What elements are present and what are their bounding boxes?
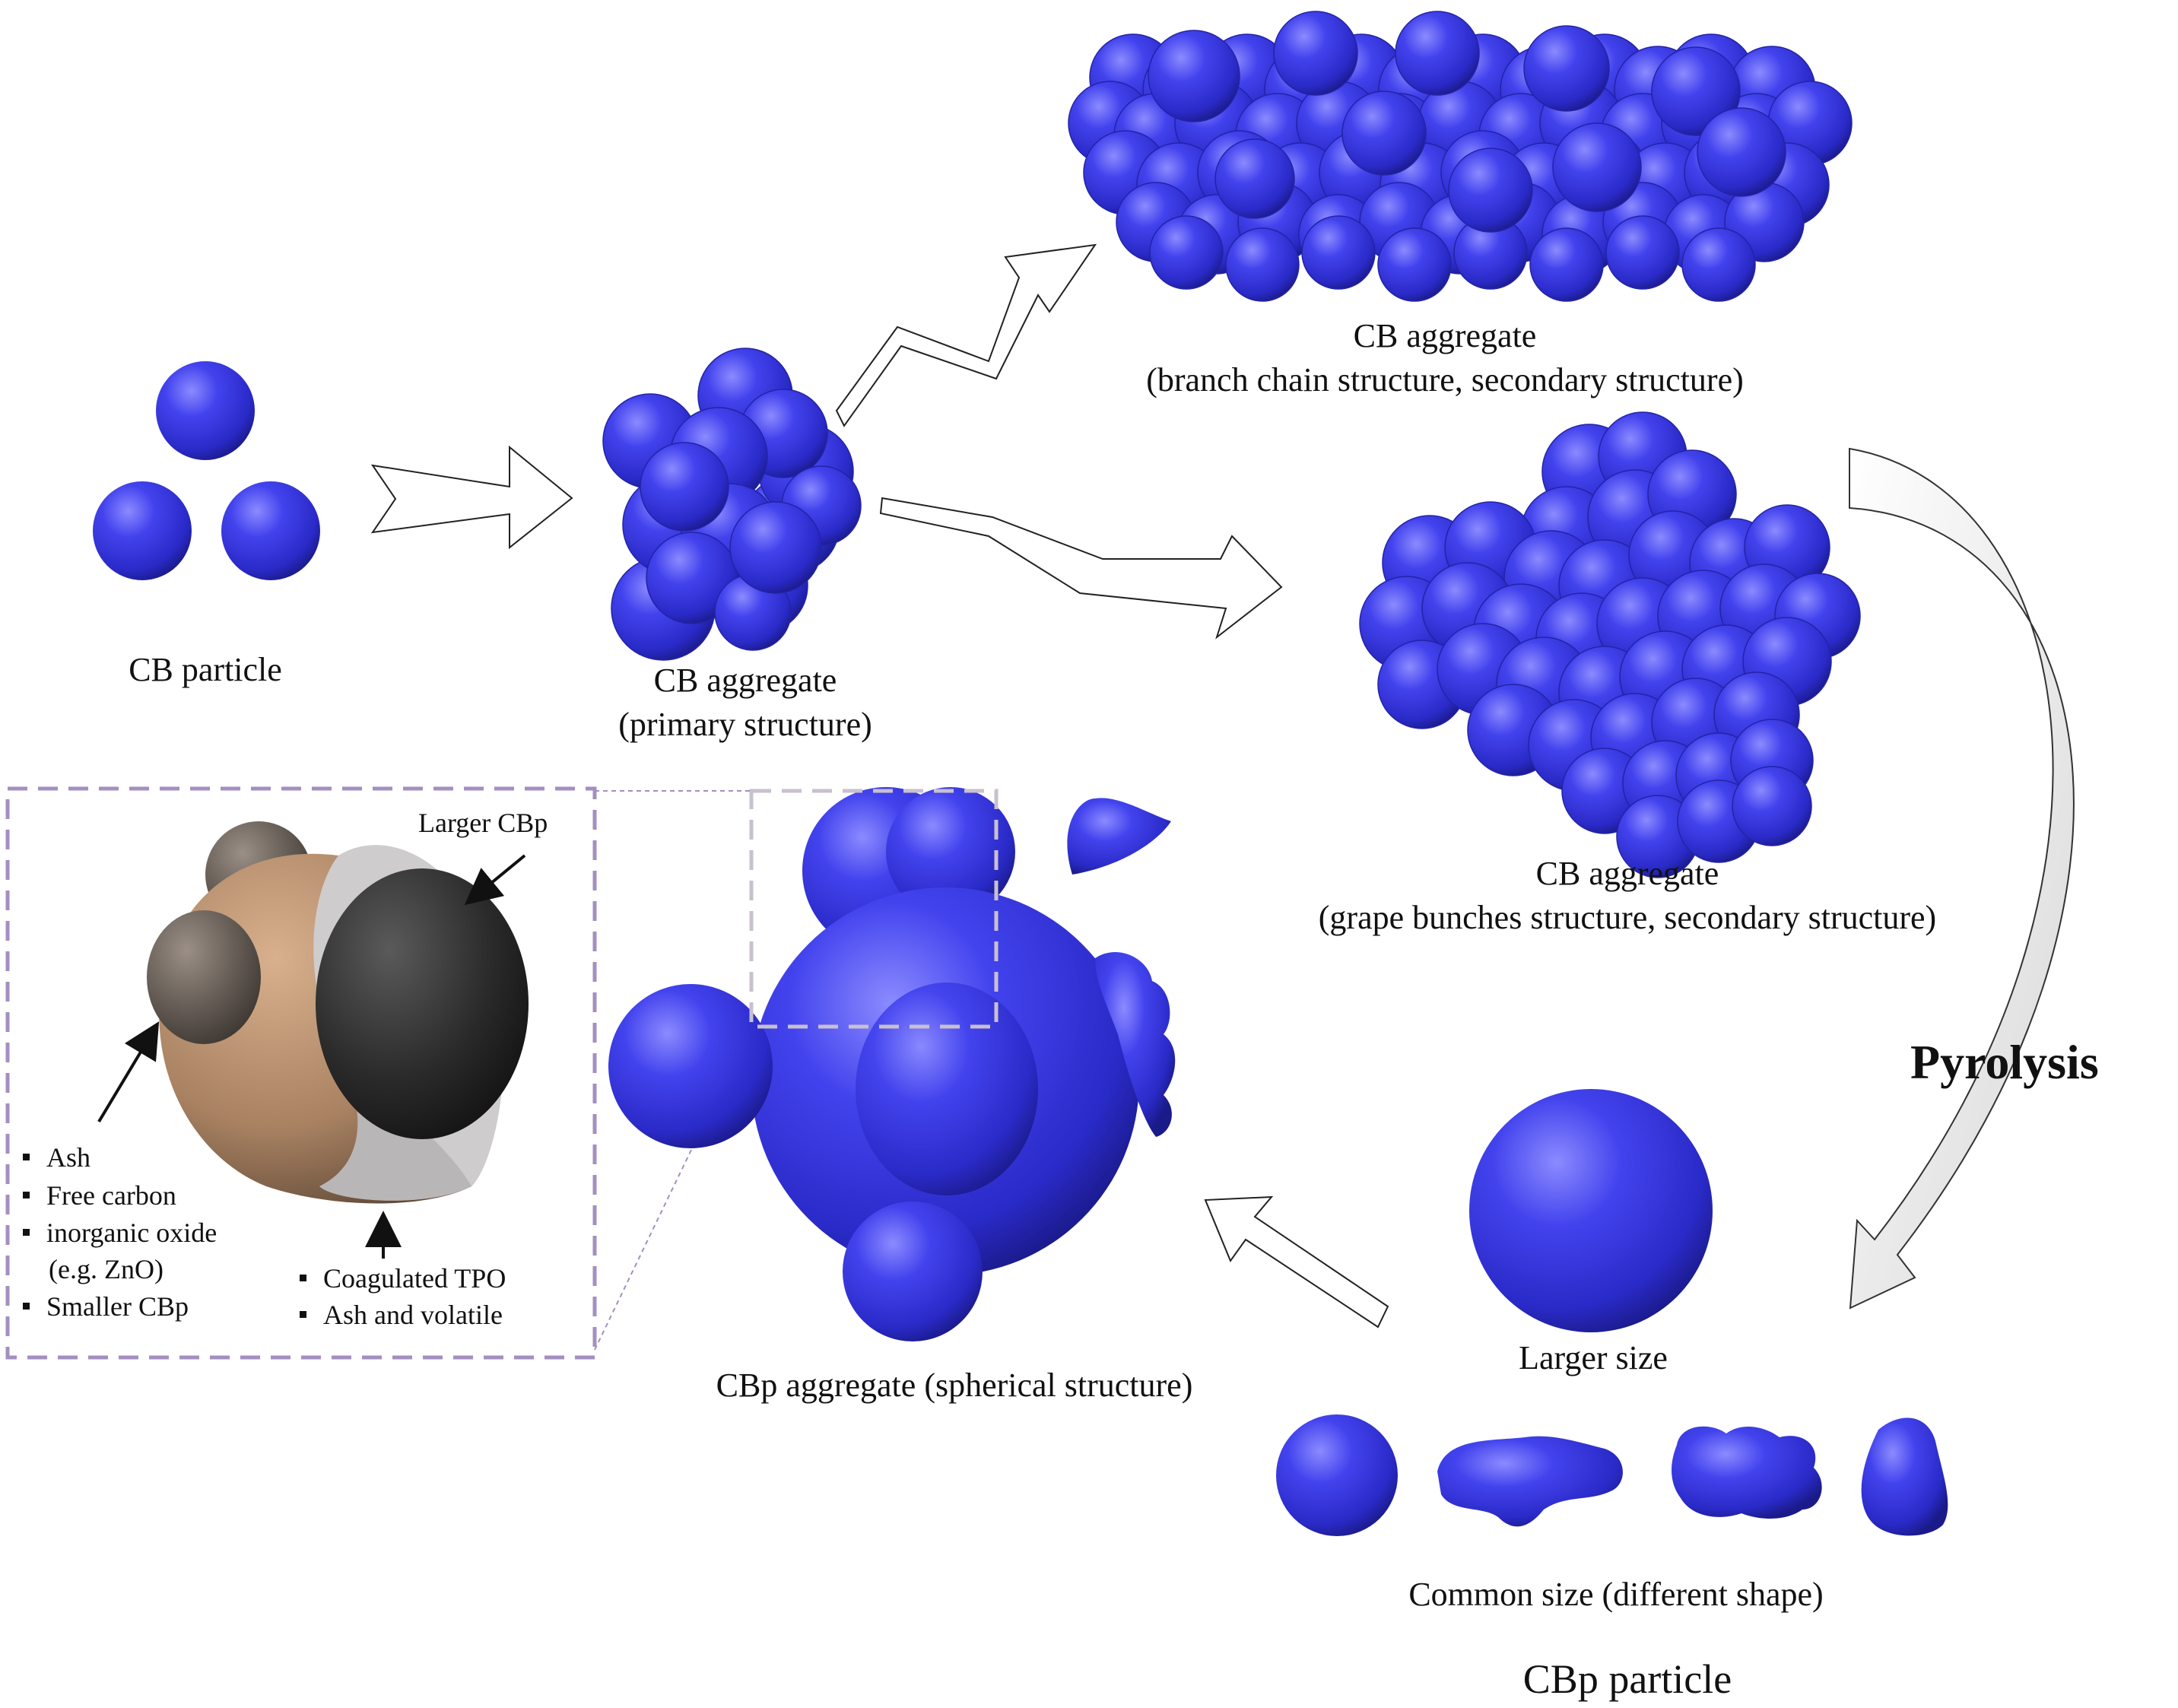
label-larger-size: Larger size — [1430, 1336, 1757, 1380]
label-grape-bunches-line2: (grape bunches structure, secondary stru… — [1247, 896, 2008, 940]
label-cbp-particle: CBp particle — [1430, 1655, 1825, 1703]
cluster-sphere — [1378, 228, 1451, 301]
inset-item-eg-zno: (e.g. ZnO) — [49, 1251, 164, 1287]
cluster-sphere — [1395, 11, 1479, 95]
cluster-sphere — [1215, 139, 1294, 218]
label-primary-aggregate-line1: CB aggregate — [563, 659, 928, 703]
inset-item-free-carbon: Free carbon — [23, 1177, 176, 1214]
common-size-shapes — [1276, 1414, 1948, 1536]
label-larger-cbp: Larger CBp — [418, 805, 601, 841]
inset-item-ash-volatile: Ash and volatile — [300, 1297, 503, 1333]
cluster-sphere — [1606, 216, 1679, 289]
branch-chain-cluster — [1068, 11, 1852, 301]
primary-aggregate-cluster — [603, 348, 861, 660]
inset-item-inorganic-oxide: inorganic oxide — [23, 1214, 217, 1251]
label-branch-chain-line2: (branch chain structure, secondary struc… — [1103, 358, 1787, 402]
inset-item-ash: Ash — [23, 1139, 90, 1176]
cbp-aggregate-sphere — [608, 787, 1175, 1341]
cluster-sphere — [730, 502, 821, 593]
cluster-sphere — [640, 443, 729, 531]
cluster-sphere — [1530, 228, 1603, 301]
arrow-larger-cbp — [469, 856, 525, 901]
arrow-to-cbp-aggregate — [1205, 1197, 1388, 1327]
grape-bunches-cluster — [1360, 412, 1860, 878]
cluster-sphere — [1226, 228, 1299, 301]
arrow-to-branch-chain — [837, 245, 1095, 426]
cluster-sphere — [1697, 108, 1786, 196]
label-cb-particle: CB particle — [106, 648, 304, 692]
cluster-sphere — [1553, 123, 1641, 211]
cluster-sphere — [1449, 148, 1532, 232]
arrow-to-primary — [373, 447, 572, 548]
cluster-sphere — [1150, 216, 1223, 289]
inset-item-smaller-cbp: Smaller CBp — [23, 1288, 189, 1325]
cluster-sphere — [1302, 216, 1375, 289]
cluster-sphere — [1682, 228, 1755, 301]
cluster-sphere — [1732, 767, 1811, 846]
cluster-sphere — [1524, 26, 1609, 111]
label-common-size: Common size (different shape) — [1338, 1573, 1894, 1617]
label-pyrolysis: Pyrolysis — [1910, 1034, 2099, 1091]
inset-item-coagulated-tpo: Coagulated TPO — [300, 1260, 506, 1297]
cluster-sphere — [1342, 91, 1426, 175]
label-primary-aggregate-line2: (primary structure) — [563, 703, 928, 747]
label-branch-chain-line1: CB aggregate — [1103, 314, 1787, 358]
inset-particle — [147, 821, 529, 1204]
cluster-sphere — [1148, 30, 1240, 122]
label-cbp-aggregate: CBp aggregate (spherical structure) — [654, 1364, 1255, 1408]
label-grape-bunches-line1: CB aggregate — [1247, 852, 2008, 896]
zoom-connector-bottom — [595, 1148, 692, 1350]
larger-cbp-sphere — [1469, 1089, 1713, 1332]
arrow-ash — [99, 1027, 156, 1122]
cb-particle-spheres — [93, 361, 320, 580]
cluster-sphere — [1274, 11, 1357, 95]
arrow-to-grape-bunches — [881, 498, 1281, 637]
